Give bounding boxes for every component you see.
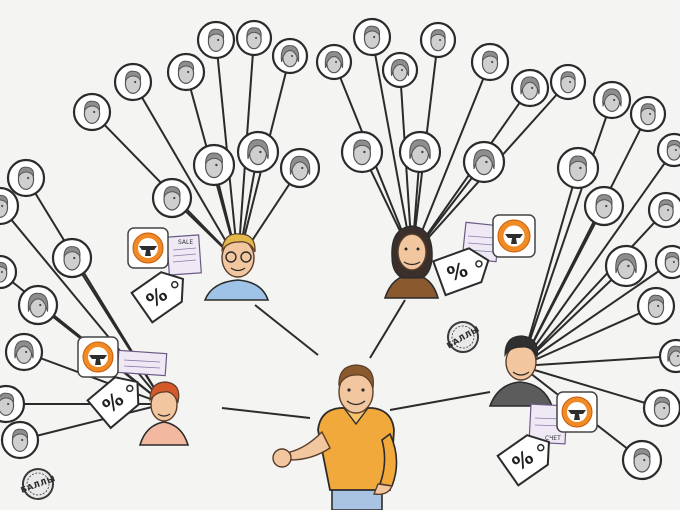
customer-node-icon bbox=[510, 68, 550, 108]
app-icon-anvil bbox=[492, 214, 536, 258]
points-badge: БАЛЛЫ bbox=[20, 468, 57, 500]
discount-tag-icon: % bbox=[86, 376, 140, 430]
hub-person-darkhair bbox=[488, 335, 554, 407]
points-badge: БАЛЛЫ bbox=[445, 321, 481, 353]
customer-node-icon bbox=[398, 130, 442, 174]
spoke-link bbox=[71, 257, 165, 405]
spoke-link bbox=[23, 351, 165, 405]
customer-node-icon bbox=[629, 95, 667, 133]
spoke-link bbox=[520, 209, 667, 367]
customer-node-icon bbox=[583, 185, 625, 227]
discount-tag-icon: % bbox=[432, 247, 490, 297]
customer-node-icon bbox=[151, 177, 193, 219]
spoke-link bbox=[520, 167, 579, 367]
main-person bbox=[272, 364, 398, 510]
customer-node-icon bbox=[642, 388, 680, 428]
customer-node-icon bbox=[462, 140, 506, 184]
spoke-link bbox=[520, 261, 673, 367]
spoke-link bbox=[520, 265, 627, 367]
receipt-label: SALE bbox=[178, 239, 193, 246]
customer-node-icon bbox=[315, 43, 353, 81]
customer-node-icon bbox=[658, 338, 680, 374]
app-icon-anvil bbox=[556, 391, 598, 433]
spoke-link bbox=[520, 205, 605, 367]
customer-node-icon bbox=[592, 80, 632, 120]
spoke-link bbox=[520, 99, 613, 367]
hub-person-woman bbox=[383, 225, 440, 299]
spoke-link bbox=[371, 36, 413, 257]
customer-node-icon bbox=[0, 384, 26, 424]
customer-node-icon bbox=[556, 146, 600, 190]
customer-node-icon bbox=[166, 52, 206, 92]
customer-node-icon bbox=[470, 42, 510, 82]
customer-node-icon bbox=[340, 130, 384, 174]
customer-node-icon bbox=[636, 286, 676, 326]
customer-node-icon bbox=[6, 158, 46, 198]
customer-node-icon bbox=[51, 237, 93, 279]
customer-node-icon bbox=[621, 439, 663, 481]
customer-node-icon bbox=[113, 62, 153, 102]
spoke-link bbox=[520, 149, 675, 367]
customer-node-icon bbox=[236, 130, 280, 174]
receipt-icon: SALE bbox=[166, 234, 202, 276]
discount-tag-icon: % bbox=[130, 271, 184, 324]
customer-node-icon bbox=[279, 147, 321, 189]
customer-node-icon bbox=[17, 284, 59, 326]
customer-node-icon bbox=[604, 244, 648, 288]
customer-node-icon bbox=[235, 19, 273, 57]
spoke-link bbox=[520, 365, 663, 409]
discount-tag-icon: % bbox=[496, 434, 550, 487]
hub-links bbox=[221, 299, 491, 419]
customer-node-icon bbox=[72, 92, 112, 132]
customer-node-icon bbox=[654, 244, 680, 280]
spoke-link bbox=[520, 355, 677, 367]
spoke-link bbox=[520, 305, 657, 367]
customer-node-icon bbox=[192, 143, 236, 187]
customer-node-icon bbox=[381, 51, 419, 89]
customer-node-icon bbox=[352, 17, 392, 57]
customer-node-icon bbox=[4, 332, 44, 372]
customer-node-icon bbox=[549, 63, 587, 101]
customer-node-icon bbox=[656, 132, 680, 168]
customer-node-icon bbox=[0, 420, 40, 460]
receipt-label: СЧЕТ bbox=[545, 435, 561, 442]
customer-nodes bbox=[0, 17, 680, 481]
customer-node-icon bbox=[647, 191, 680, 229]
app-icon-anvil bbox=[127, 227, 169, 269]
spoke-link bbox=[19, 403, 165, 441]
customer-node-icon bbox=[271, 37, 309, 75]
customer-node-icon bbox=[196, 20, 236, 60]
app-icon-anvil bbox=[77, 336, 119, 378]
spoke-link bbox=[132, 81, 239, 263]
receipt-icon bbox=[116, 349, 168, 377]
hub-person-redhead bbox=[138, 381, 190, 446]
spoke-link bbox=[411, 61, 491, 257]
customer-node-icon bbox=[0, 186, 20, 226]
customer-node-icon bbox=[419, 21, 457, 59]
hub-person-glasses bbox=[203, 233, 270, 301]
customer-node-icon bbox=[0, 254, 18, 290]
